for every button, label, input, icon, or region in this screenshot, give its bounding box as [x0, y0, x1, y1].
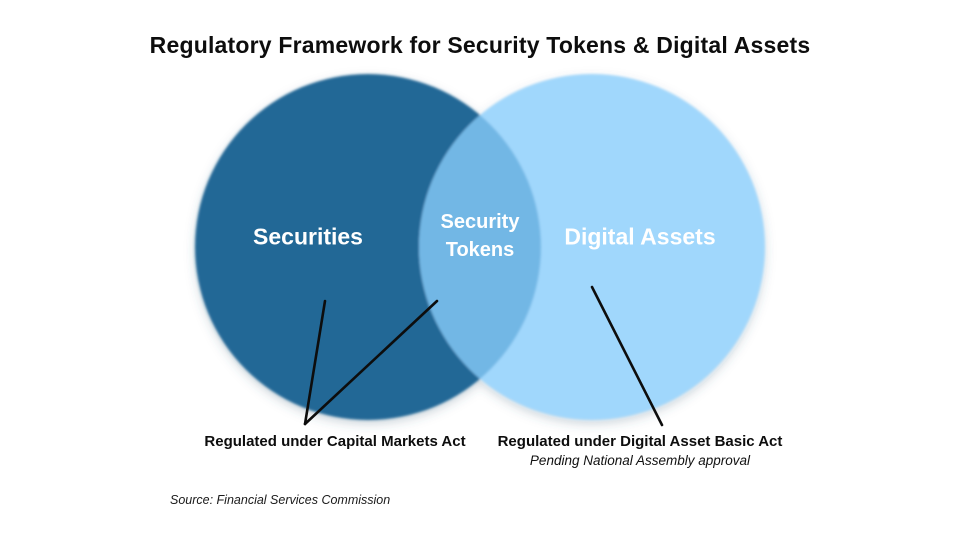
capital-markets-act-annotation-text: Regulated under Capital Markets Act: [204, 433, 466, 450]
securities-label: Securities: [253, 223, 363, 250]
source-note: Source: Financial Services Commission: [170, 493, 391, 507]
digital-assets-label: Digital Assets: [564, 223, 716, 250]
leader-line-overlap: [303, 299, 439, 426]
security-tokens-label-line2: Tokens: [445, 239, 515, 261]
security-tokens-label: Security Tokens: [441, 208, 520, 264]
overlap-region: [419, 74, 541, 420]
digital-asset-basic-act-annotation-text: Regulated under Digital Asset Basic Act: [497, 433, 783, 450]
leader-line-securities: [303, 299, 327, 426]
security-tokens-label-line1: Security: [440, 211, 520, 233]
pending-approval-note: Pending National Assembly approval: [529, 453, 751, 468]
capital-markets-act-annotation: Regulated under Capital Markets Act: [204, 433, 465, 450]
digital-asset-basic-act-annotation: Regulated under Digital Asset Basic Act …: [498, 433, 783, 468]
leader-lines: [303, 285, 664, 427]
venn-circles: [195, 74, 765, 420]
diagram-title: Regulatory Framework for Security Tokens…: [149, 32, 811, 58]
leader-line-digital-assets: [590, 285, 664, 427]
